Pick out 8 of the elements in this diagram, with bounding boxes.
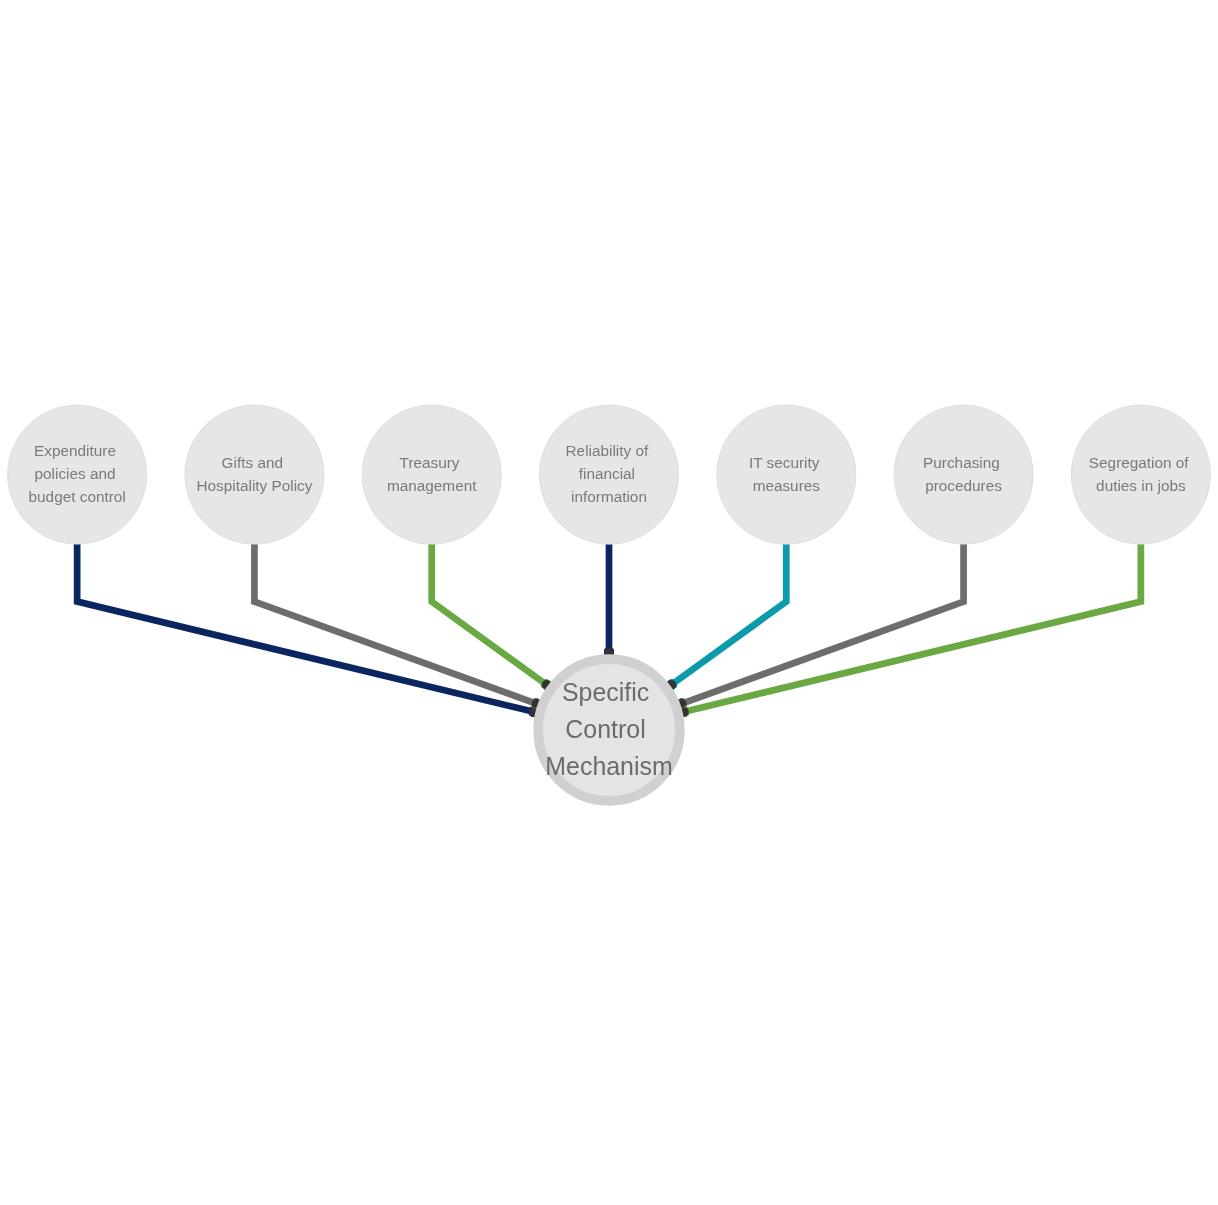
node-circle: IT security measures	[716, 404, 857, 545]
node-circle: Specific Control Mechanism	[533, 653, 685, 806]
node-circle: Treasury management	[361, 404, 502, 545]
node-circle: Purchasing procedures	[893, 404, 1034, 545]
node-circle: Segregation of duties in jobs	[1070, 404, 1211, 545]
node-circle: Expenditure policies and budget control	[7, 404, 148, 545]
node-circle: Gifts and Hospitality Policy	[184, 404, 325, 545]
node-circle: Reliability of financial information	[539, 404, 679, 545]
